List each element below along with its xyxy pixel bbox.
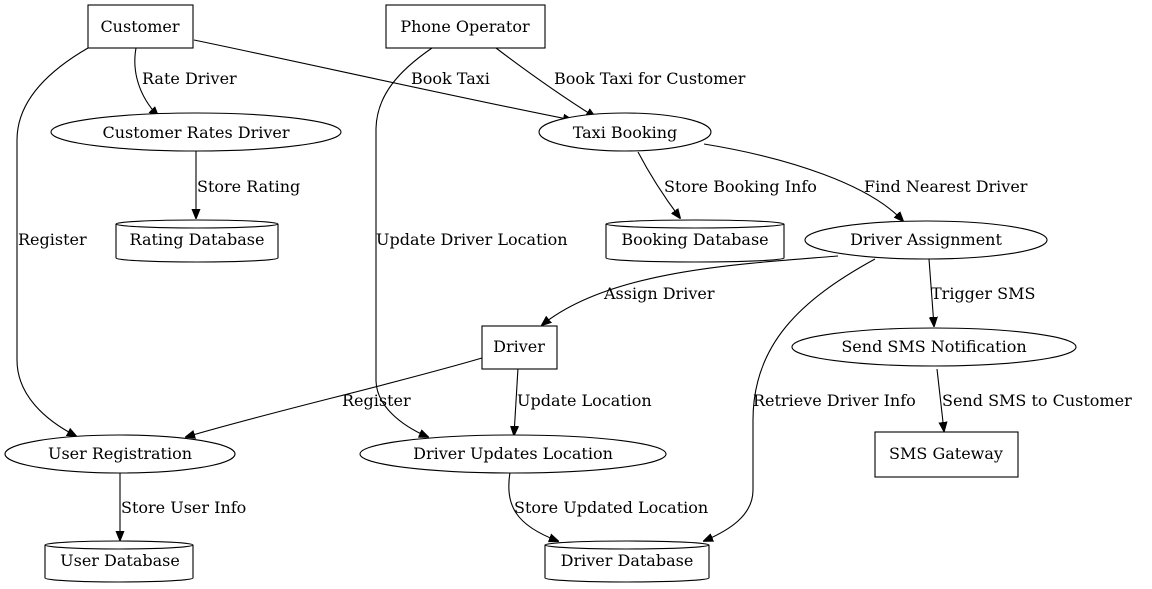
- node-driver-updates-location: Driver Updates Location: [359, 434, 667, 474]
- node-driver-database-label: Driver Database: [561, 551, 694, 570]
- node-taxi-booking: Taxi Booking: [538, 112, 712, 152]
- edge-label-customer-register: Register: [18, 230, 87, 249]
- edge-label-rate-driver: Rate Driver: [142, 69, 237, 88]
- node-driver-database: Driver Database: [544, 540, 710, 583]
- edge-label-store-rating: Store Rating: [197, 177, 300, 196]
- node-customer-rates-driver-label: Customer Rates Driver: [102, 123, 289, 142]
- node-sms-gateway-label: SMS Gateway: [889, 444, 1003, 463]
- edge-driver-user-registration: [186, 357, 483, 437]
- edge-customer-user-registration: [16, 47, 89, 436]
- edge-label-find-nearest-driver: Find Nearest Driver: [864, 177, 1028, 196]
- node-booking-database: Booking Database: [605, 219, 785, 263]
- edge-label-store-booking-info: Store Booking Info: [664, 177, 817, 196]
- edge-label-send-sms-to-customer: Send SMS to Customer: [942, 391, 1132, 410]
- edge-operator-driver-updates-location: [375, 47, 433, 437]
- edge-updates-driver-database: [508, 471, 558, 541]
- edge-assignment-driver-database: [704, 258, 876, 541]
- node-driver-label: Driver: [493, 337, 545, 356]
- node-rating-database: Rating Database: [115, 219, 279, 263]
- node-phone-operator: Phone Operator: [385, 4, 546, 49]
- edge-label-store-updated-location: Store Updated Location: [514, 498, 708, 517]
- edge-operator-taxi-booking: [495, 47, 595, 117]
- edge-booking-driver-assignment: [703, 143, 903, 221]
- edge-label-trigger-sms: Trigger SMS: [931, 284, 1035, 303]
- node-user-registration-label: User Registration: [48, 444, 192, 463]
- edge-label-update-location: Update Location: [517, 391, 652, 410]
- node-driver-assignment: Driver Assignment: [804, 220, 1048, 260]
- edge-label-assign-driver: Assign Driver: [603, 284, 715, 303]
- node-customer-rates-driver: Customer Rates Driver: [50, 112, 342, 152]
- edge-customer-rates-driver: [134, 47, 158, 116]
- edge-label-store-user-info: Store User Info: [121, 498, 246, 517]
- node-user-database-label: User Database: [60, 551, 180, 570]
- edge-assignment-driver: [542, 255, 839, 325]
- edges: [16, 39, 944, 541]
- edge-label-book-taxi: Book Taxi: [411, 69, 490, 88]
- node-customer-label: Customer: [100, 17, 179, 36]
- node-driver-updates-location-label: Driver Updates Location: [413, 444, 613, 463]
- node-user-database: User Database: [44, 540, 194, 583]
- node-driver: Driver: [481, 325, 558, 370]
- node-taxi-booking-label: Taxi Booking: [573, 123, 678, 142]
- edge-label-driver-register: Register: [342, 391, 411, 410]
- edge-labels: Rate Driver Book Taxi Register Book Taxi…: [18, 69, 1132, 517]
- edge-label-book-taxi-for-customer: Book Taxi for Customer: [554, 69, 746, 88]
- edge-customer-taxi-booking: [193, 39, 572, 120]
- edge-driver-updates-location: [514, 367, 518, 435]
- node-send-sms-notification-label: Send SMS Notification: [841, 337, 1026, 356]
- node-send-sms-notification: Send SMS Notification: [791, 327, 1077, 367]
- edge-assignment-sms-notification: [928, 258, 934, 326]
- edge-label-update-driver-location: Update Driver Location: [376, 230, 568, 249]
- node-driver-assignment-label: Driver Assignment: [850, 230, 1002, 249]
- node-phone-operator-label: Phone Operator: [400, 17, 530, 36]
- edge-sms-notification-gateway: [936, 368, 944, 431]
- node-rating-database-label: Rating Database: [130, 230, 265, 249]
- edge-label-retrieve-driver-info: Retrieve Driver Info: [753, 391, 916, 410]
- node-booking-database-label: Booking Database: [621, 230, 768, 249]
- node-customer: Customer: [87, 4, 194, 49]
- edge-booking-booking-database: [637, 151, 680, 218]
- node-user-registration: User Registration: [4, 434, 236, 474]
- node-sms-gateway: SMS Gateway: [874, 431, 1019, 478]
